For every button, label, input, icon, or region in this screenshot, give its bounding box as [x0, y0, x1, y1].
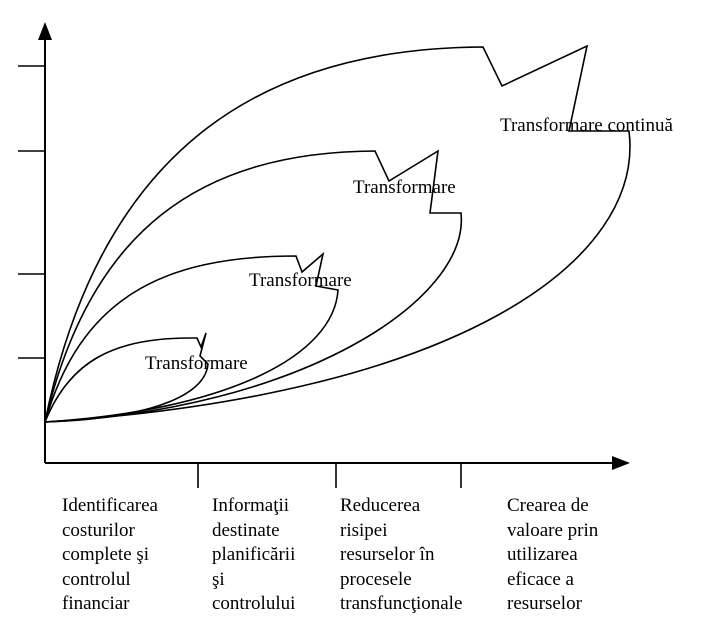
stage-label-line: transfuncţionale: [340, 593, 463, 615]
stage-label-line: destinate: [212, 519, 280, 541]
stage-label-line: Crearea de: [507, 495, 589, 516]
stage-label-line: risipei: [340, 519, 388, 541]
stage-label: Identificarea costurilor complete şi con…: [62, 494, 158, 617]
stage-3-loop: [43, 149, 462, 423]
curve-label: Transformare continuă: [500, 115, 673, 136]
stage-label: Crearea de valoare prin utilizarea efica…: [507, 494, 598, 617]
curve-label: Transformare: [353, 177, 456, 198]
stage-label-line: controlului: [212, 593, 296, 615]
stage-label-line: eficace a: [507, 568, 574, 590]
stage-label-line: procesele: [340, 568, 412, 590]
x-axis-arrowhead: [612, 456, 630, 470]
stage-label-line: şi: [212, 568, 225, 590]
stage-label: Reducerea risipei resurselor în procesel…: [340, 494, 462, 617]
stage-4-loop: [44, 44, 631, 423]
stage-label-line: Informaţii: [212, 495, 290, 516]
stage-label-line: valoare prin: [507, 519, 599, 541]
stage-label-line: financiar: [62, 593, 130, 615]
stage-label-line: complete şi: [62, 544, 150, 566]
curve-label: Transformare: [249, 270, 352, 291]
stage-label-line: planificării: [212, 544, 296, 566]
stage-label: Informaţii destinate planificării şi con…: [212, 494, 295, 617]
stage-2-loop: [43, 251, 339, 423]
y-axis-arrowhead: [38, 22, 52, 40]
stage-label-line: controlul: [62, 568, 131, 590]
stage-label-line: Reducerea: [340, 495, 421, 516]
stage-label-line: costurilor: [62, 519, 135, 541]
stage-label-line: resurselor: [507, 593, 582, 615]
stage-label-line: Identificarea: [62, 495, 158, 516]
stage-label-line: utilizarea: [507, 544, 578, 566]
stage-label-line: resurselor în: [340, 544, 435, 566]
curve-label: Transformare: [145, 353, 248, 374]
